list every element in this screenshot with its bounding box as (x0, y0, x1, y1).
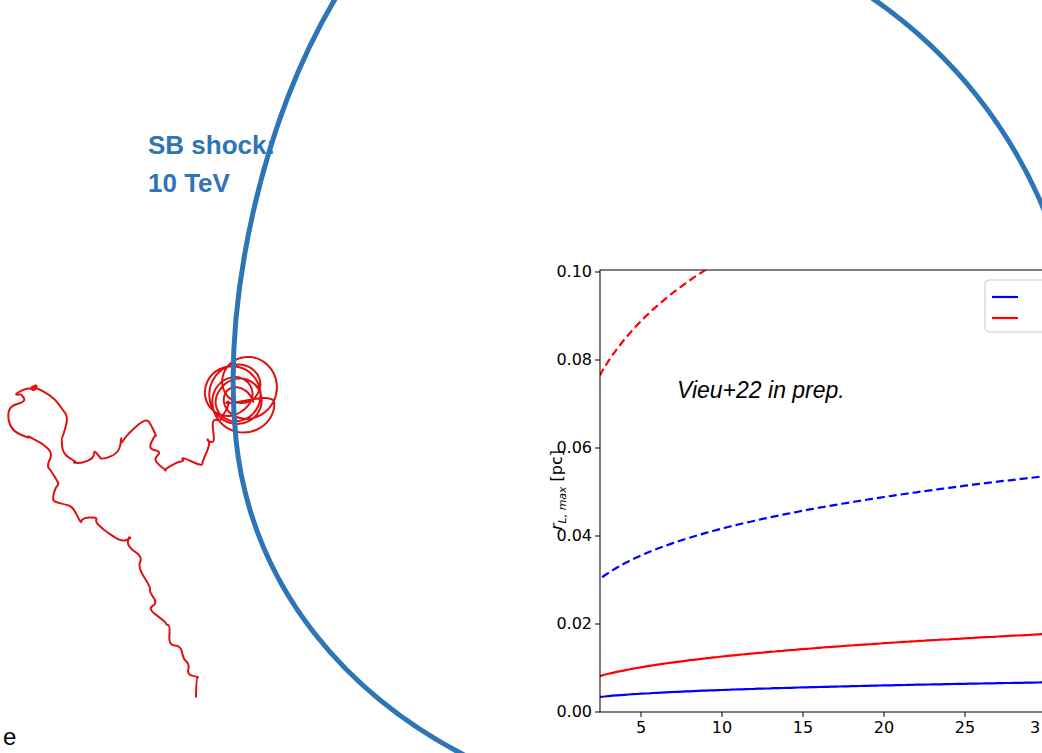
data-curve (600, 633, 1042, 682)
y-tick (595, 448, 600, 449)
cut-text: e (3, 724, 16, 750)
axis-label-unit: [pc] (547, 450, 566, 481)
legend-box (985, 280, 1042, 332)
citation-note: Vieu+22 in prep. (677, 376, 845, 404)
plot-area (600, 270, 1042, 712)
tick-label: 20 (874, 719, 894, 737)
legend-line (992, 317, 1018, 319)
tick-label: 0.10 (556, 263, 592, 281)
shock-arc (233, 0, 478, 753)
data-curve (600, 682, 1042, 699)
y-tick (595, 360, 600, 361)
tick-label: 0.00 (556, 703, 592, 721)
y-tick (595, 712, 600, 713)
data-curve (600, 270, 1042, 408)
legend-line (992, 296, 1018, 298)
axis-label-subscript: L, max (556, 486, 569, 523)
tick-label: 25 (955, 719, 975, 737)
axes-frame (600, 270, 1042, 712)
y-tick (595, 272, 600, 273)
tick-label: 5 (636, 719, 646, 737)
tick-label: 3 (1030, 719, 1040, 737)
y-tick (595, 536, 600, 537)
shock-arc (866, 0, 1042, 230)
y-tick (595, 624, 600, 625)
x-tick (722, 712, 723, 717)
tick-label: 15 (793, 719, 813, 737)
x-tick (884, 712, 885, 717)
data-curve (600, 473, 1042, 594)
tick-label: 0.02 (556, 615, 592, 633)
x-tick (803, 712, 804, 717)
axis-label: rL, max [pc] (547, 450, 573, 530)
x-tick (641, 712, 642, 717)
tick-label: 10 (712, 719, 732, 737)
trajectory-path (8, 357, 277, 698)
x-tick (965, 712, 966, 717)
axis-label-symbol: r (547, 523, 566, 530)
tick-label: 0.08 (556, 351, 592, 369)
shock-heading: SB shock: 10 TeV (148, 126, 288, 202)
